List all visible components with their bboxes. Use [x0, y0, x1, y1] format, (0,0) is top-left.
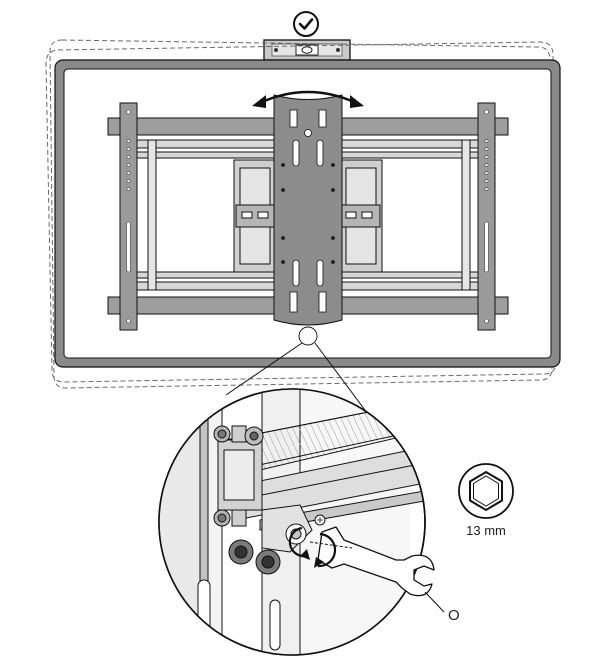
- bubble-level-icon: [263, 39, 351, 61]
- double-arrow-rotate-icon: [252, 90, 364, 108]
- wall-mount-assembly: [107, 94, 509, 331]
- tool-size-label: 13 mm: [466, 523, 506, 538]
- tv-bracket-right: [477, 102, 496, 331]
- tv-bracket-left: [119, 102, 138, 331]
- tilt-outline-cw: [45, 41, 557, 383]
- open-end-wrench-icon: [288, 526, 435, 597]
- tilt-outline-ccw: [49, 39, 553, 389]
- detail-magnifier: [158, 388, 426, 656]
- callout-leader: [424, 591, 445, 613]
- wall-plate: [273, 94, 343, 326]
- inner-bracket-left: [233, 159, 279, 273]
- inner-bracket-right: [337, 159, 383, 273]
- hex-nut-icon: [458, 463, 514, 519]
- check-circle-icon: [293, 11, 319, 37]
- callout-letter-label: O: [448, 607, 460, 624]
